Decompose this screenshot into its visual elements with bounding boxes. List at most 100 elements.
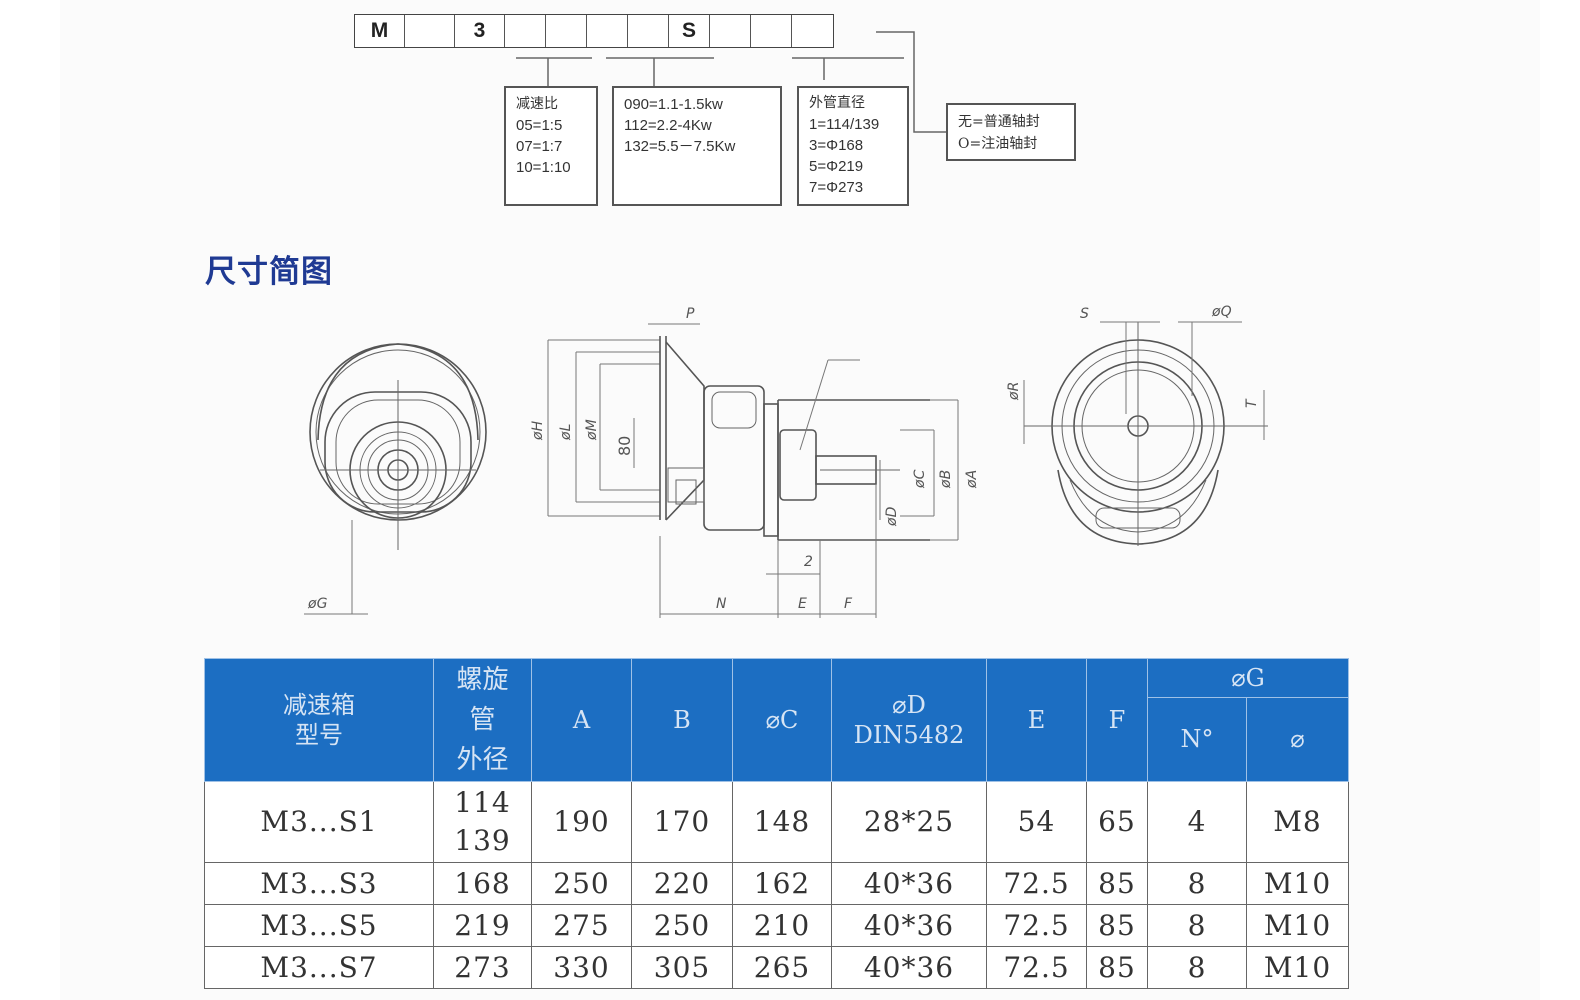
header-b: B — [631, 658, 733, 782]
cell-model: M3...S3 — [204, 862, 434, 905]
label-n: N — [716, 596, 727, 612]
model-code-row: M 3 S — [354, 14, 834, 48]
left-end-view — [304, 343, 487, 615]
header-d-line-2: DIN5482 — [853, 721, 965, 749]
cell-b: 305 — [631, 946, 733, 989]
cell-a: 330 — [531, 946, 632, 989]
header-pipe-line-1: 螺旋 — [456, 665, 509, 695]
cell-g-thread: M10 — [1246, 946, 1349, 989]
cell-b: 220 — [631, 862, 733, 905]
label-c: øC — [912, 469, 928, 489]
label-h: øH — [530, 420, 546, 441]
table-row: M3...S1 114 139 190 170 148 28*25 54 65 … — [204, 781, 1349, 863]
cell-pipe-line-2: 139 — [454, 824, 511, 857]
code-cell-2 — [405, 15, 455, 47]
section-title: 尺寸简图 — [205, 254, 333, 290]
cell-g-thread: M8 — [1246, 781, 1349, 863]
cell-g-thread: M10 — [1246, 862, 1349, 905]
ratio-title: 减速比 — [516, 96, 558, 112]
pipe-line-2: 3=Φ168 — [809, 137, 864, 154]
cell-pipe: 273 — [433, 946, 532, 989]
cell-g-count: 8 — [1147, 862, 1247, 905]
table-row: M3...S3 168 250 220 162 40*36 72.5 85 8 … — [204, 862, 1349, 905]
pipe-line-3: 5=Φ219 — [809, 158, 864, 175]
cell-c: 210 — [732, 904, 832, 947]
label-l: øL — [558, 424, 574, 441]
header-model: 减速箱 型号 — [204, 658, 434, 782]
power-option-box: 090=1.1-1.5kw 112=2.2-4Kw 132=5.5－7.5Kw — [612, 86, 782, 206]
label-2: 2 — [804, 554, 813, 570]
cell-pipe-line-1: 114 — [454, 786, 511, 819]
cell-model: M3...S7 — [204, 946, 434, 989]
power-line-1: 090=1.1-1.5kw — [624, 96, 723, 113]
label-g: øG — [307, 596, 328, 612]
code-cell-3: 3 — [455, 15, 505, 47]
header-d: ⌀D DIN5482 — [831, 658, 987, 782]
cell-d: 40*36 — [831, 904, 987, 947]
pipe-title: 外管直径 — [809, 95, 865, 111]
cell-d: 40*36 — [831, 946, 987, 989]
cell-e: 72.5 — [986, 862, 1087, 905]
cell-g-thread: M10 — [1246, 904, 1349, 947]
header-c: ⌀C — [732, 658, 832, 782]
header-g: ⌀G — [1147, 658, 1349, 698]
pipe-line-1: 1=114/139 — [809, 116, 880, 133]
cell-g-count: 8 — [1147, 946, 1247, 989]
label-e: E — [798, 596, 807, 612]
label-f: F — [844, 596, 853, 612]
power-line-3: 132=5.5－7.5Kw — [624, 138, 736, 155]
table-row: M3...S5 219 275 250 210 40*36 72.5 85 8 … — [204, 904, 1349, 947]
pipe-option-box: 外管直径 1=114/139 3=Φ168 5=Φ219 7=Φ273 — [797, 86, 909, 206]
code-cell-10 — [751, 15, 792, 47]
code-cell-1: M — [355, 15, 405, 47]
cell-g-count: 4 — [1147, 781, 1247, 863]
code-cell-5 — [546, 15, 587, 47]
cell-f: 65 — [1086, 781, 1148, 863]
cell-e: 72.5 — [986, 904, 1087, 947]
cell-model: M3...S5 — [204, 904, 434, 947]
label-r: øR — [1006, 382, 1022, 401]
cell-c: 162 — [732, 862, 832, 905]
header-pipe-line-3: 外径 — [456, 745, 509, 775]
cell-b: 170 — [631, 781, 733, 863]
code-cell-4 — [505, 15, 546, 47]
code-connector-lines — [516, 31, 946, 133]
header-pipe: 螺旋 管 外径 — [433, 658, 532, 782]
header-g-count: N° — [1147, 696, 1247, 783]
spec-table: 减速箱 型号 螺旋 管 外径 A B ⌀C ⌀D DIN5482 E F ⌀G … — [204, 658, 1349, 989]
header-d-line-1: ⌀D — [892, 691, 926, 719]
ratio-line-2: 07=1:7 — [516, 138, 563, 155]
table-row: M3...S7 273 330 305 265 40*36 72.5 85 8 … — [204, 946, 1349, 989]
cell-e: 72.5 — [986, 946, 1087, 989]
header-e: E — [986, 658, 1087, 782]
dimension-drawing: P øH øL øM 80 øC øB øA øD 2 N E F øG S ø… — [304, 31, 1268, 618]
cell-a: 190 — [531, 781, 632, 863]
cell-pipe: 168 — [433, 862, 532, 905]
side-view — [547, 323, 959, 618]
seal-line-2: O=注油轴封 — [958, 136, 1038, 152]
label-m: øM — [584, 419, 600, 441]
cell-f: 85 — [1086, 862, 1148, 905]
cell-g-count: 8 — [1147, 904, 1247, 947]
code-cell-7 — [628, 15, 669, 47]
cell-f: 85 — [1086, 946, 1148, 989]
header-g-thread: ⌀ — [1246, 696, 1349, 783]
header-model-line-1: 减速箱 — [283, 691, 355, 719]
label-b: øB — [938, 470, 954, 489]
cell-pipe: 219 — [433, 904, 532, 947]
label-s: S — [1080, 306, 1089, 322]
cell-model: M3...S1 — [204, 781, 434, 863]
code-cell-8: S — [669, 15, 710, 47]
code-cell-9 — [710, 15, 751, 47]
cell-e: 54 — [986, 781, 1087, 863]
header-pipe-line-2: 管 — [469, 705, 496, 735]
cell-d: 28*25 — [831, 781, 987, 863]
ratio-line-1: 05=1:5 — [516, 117, 563, 134]
power-line-2: 112=2.2-4Kw — [624, 117, 712, 134]
cell-f: 85 — [1086, 904, 1148, 947]
cell-a: 250 — [531, 862, 632, 905]
label-a: øA — [964, 470, 980, 489]
cell-pipe: 114 139 — [433, 781, 532, 863]
ratio-line-3: 10=1:10 — [516, 159, 571, 176]
label-t: T — [1244, 398, 1260, 408]
